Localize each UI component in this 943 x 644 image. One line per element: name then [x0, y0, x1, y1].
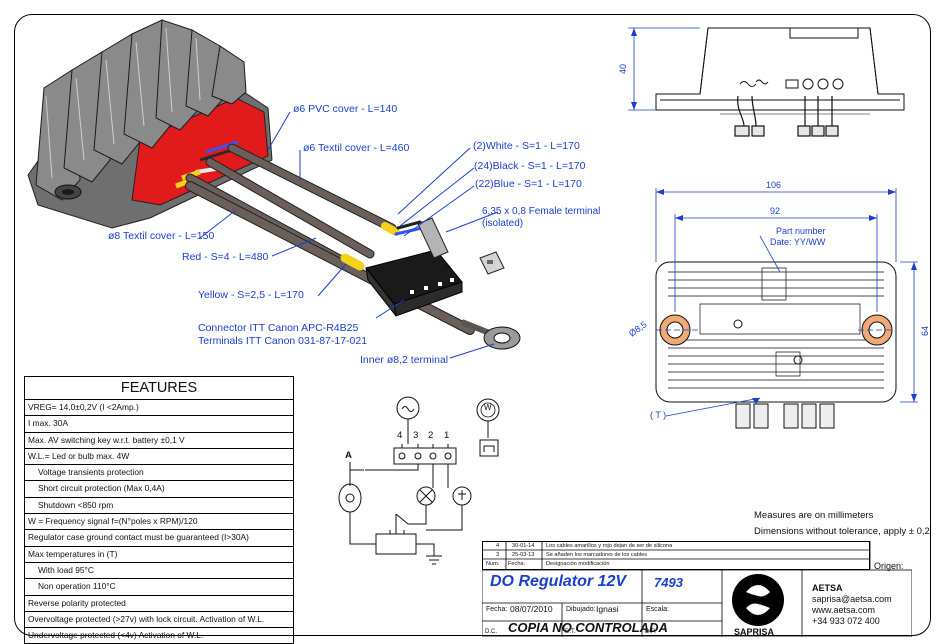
rev-num: 3 [496, 552, 500, 558]
ring-terminal [460, 319, 521, 350]
dim-width-holes: 92 [770, 206, 781, 216]
title-block-grid [482, 541, 912, 637]
feature-row: W = Frequency signal f=(N°poles x RPM)/1… [25, 514, 293, 531]
canon-connector [365, 249, 463, 317]
wiring-schematic [338, 396, 500, 565]
dt-label: D.T. [565, 629, 576, 635]
callout-black-wire: (24)Black - S=1 - L=170 [474, 160, 586, 172]
features-table: FEATURES VREG= 14,0±0,2V (I <2Amp.) I ma… [24, 376, 294, 644]
rev-date: 30-01-14 [512, 543, 535, 549]
dp-label: D.P. [645, 629, 656, 635]
pin-label-3: 3 [413, 430, 419, 441]
saprisa-logo [732, 574, 784, 626]
logo-text: SAPRISA [734, 627, 775, 637]
note-measures: Measures are on millimeters [754, 510, 874, 521]
dibujado-value: Ignasi [596, 604, 619, 614]
feature-row: Non operation 110°C [25, 579, 293, 596]
features-title: FEATURES [25, 377, 293, 400]
fecha-value: 08/07/2010 [510, 604, 553, 614]
callout-blue-wire: (22)Blue - S=1 - L=170 [475, 178, 582, 190]
callout-pvc-cover: ø6 PVC cover - L=140 [293, 103, 398, 115]
feature-row: Shutdown <850 rpm [25, 498, 293, 515]
plan-view [655, 188, 918, 429]
callout-connector: Connector ITT Canon APC-R4B25 [198, 322, 359, 334]
callout-white-wire: (2)White - S=1 - L=170 [473, 140, 580, 152]
feature-row: Reverse polarity protected [25, 596, 293, 612]
feature-row: VREG= 14,0±0,2V (I <2Amp.) [25, 400, 293, 417]
rev-desc: Se añaden los marcadores de los cables [546, 552, 648, 558]
origin-label: Origen: [874, 561, 904, 571]
pin-label-4: 4 [397, 430, 403, 441]
feature-row: Undervoltage protected (<4v) Activation … [28, 630, 204, 641]
rev-num: 4 [496, 543, 500, 549]
note-tolerance: Dimensions without tolerance, apply ± 0,… [754, 526, 930, 537]
callout-female-terminal: 6,35 x 0,8 Female terminal [482, 206, 601, 217]
pin-label-1: 1 [444, 430, 450, 441]
feature-row: I max. 30A [25, 416, 293, 433]
t-marker: ( T ) [650, 410, 667, 420]
date-code-label: Date: YY/WW [770, 237, 826, 247]
pin-label-2: 2 [428, 430, 434, 441]
feature-row: Overvoltage protected (>27v) with lock c… [25, 612, 293, 629]
fecha-label: Fecha: [486, 606, 508, 613]
w-symbol-badge [480, 402, 496, 418]
feature-row: Short circuit protection (Max 0,4A) [25, 481, 293, 498]
feature-row: With load 95°C [25, 563, 293, 580]
feature-row: Max temperatures in (T) [25, 547, 293, 563]
callout-terminals: Terminals ITT Canon 031-87-17-021 [198, 335, 368, 347]
dibujado-label: Dibujado: [566, 606, 596, 613]
feature-row: Voltage transients protection [25, 465, 293, 482]
side-view [628, 27, 905, 137]
drawing-code: 7493 [654, 575, 683, 590]
dc-label: D.C. [485, 629, 497, 635]
callout-leaders [199, 111, 499, 359]
company-web: www.aetsa.com [812, 605, 876, 615]
female-terminal [417, 217, 505, 275]
feature-row: Max. AV switching key w.r.t. battery ±0,… [25, 433, 293, 449]
rev-desc: Los cables amarillos y rojo dejan de ser… [546, 543, 673, 549]
dim-height: 40 [618, 63, 629, 75]
escala-label: Escala: [646, 606, 669, 613]
company-email: saprisa@aetsa.com [812, 594, 892, 604]
revision-table [482, 541, 870, 570]
dim-depth: 64 [920, 325, 931, 337]
callout-female-terminal-isolated: (isolated) [482, 218, 524, 229]
company-phone: +34 933 072 400 [812, 616, 880, 626]
callout-textil-cover-8: ø8 Textil cover - L=150 [108, 230, 215, 242]
feature-row: W.L.= Led or bulb max. 4W [25, 449, 293, 466]
sheet-border [14, 14, 931, 636]
callout-yellow-wire: Yellow - S=2,5 - L=170 [198, 289, 304, 301]
drawing-title: DO Regulator 12V [490, 573, 627, 590]
title-block: 4 30-01-14 Los cables amarillos y rojo d… [482, 541, 912, 637]
dim-width-total: 106 [766, 180, 782, 190]
rev-header-num: Num. [486, 561, 500, 567]
callout-textil-cover-6: ø6 Textil cover - L=460 [303, 142, 410, 154]
rev-date: 25-03-13 [512, 552, 535, 558]
uncontrolled-copy-stamp: COPIA NO CONTROLADA [508, 620, 668, 635]
rev-header-date: Fecha: [508, 561, 526, 567]
regulator-iso-view [27, 19, 273, 229]
rev-header-desc: Designación modificación [546, 561, 610, 567]
callout-red-wire: Red - S=4 - L=480 [182, 251, 269, 263]
callout-inner-terminal: Inner ø8,2 terminal [360, 354, 449, 366]
company-name: AETSA [812, 583, 843, 593]
w-symbol: W [484, 403, 492, 412]
feature-row: Regulator case ground contact must be gu… [25, 530, 293, 547]
ground-label: A [345, 450, 352, 461]
part-number-label: Part number [776, 226, 826, 236]
